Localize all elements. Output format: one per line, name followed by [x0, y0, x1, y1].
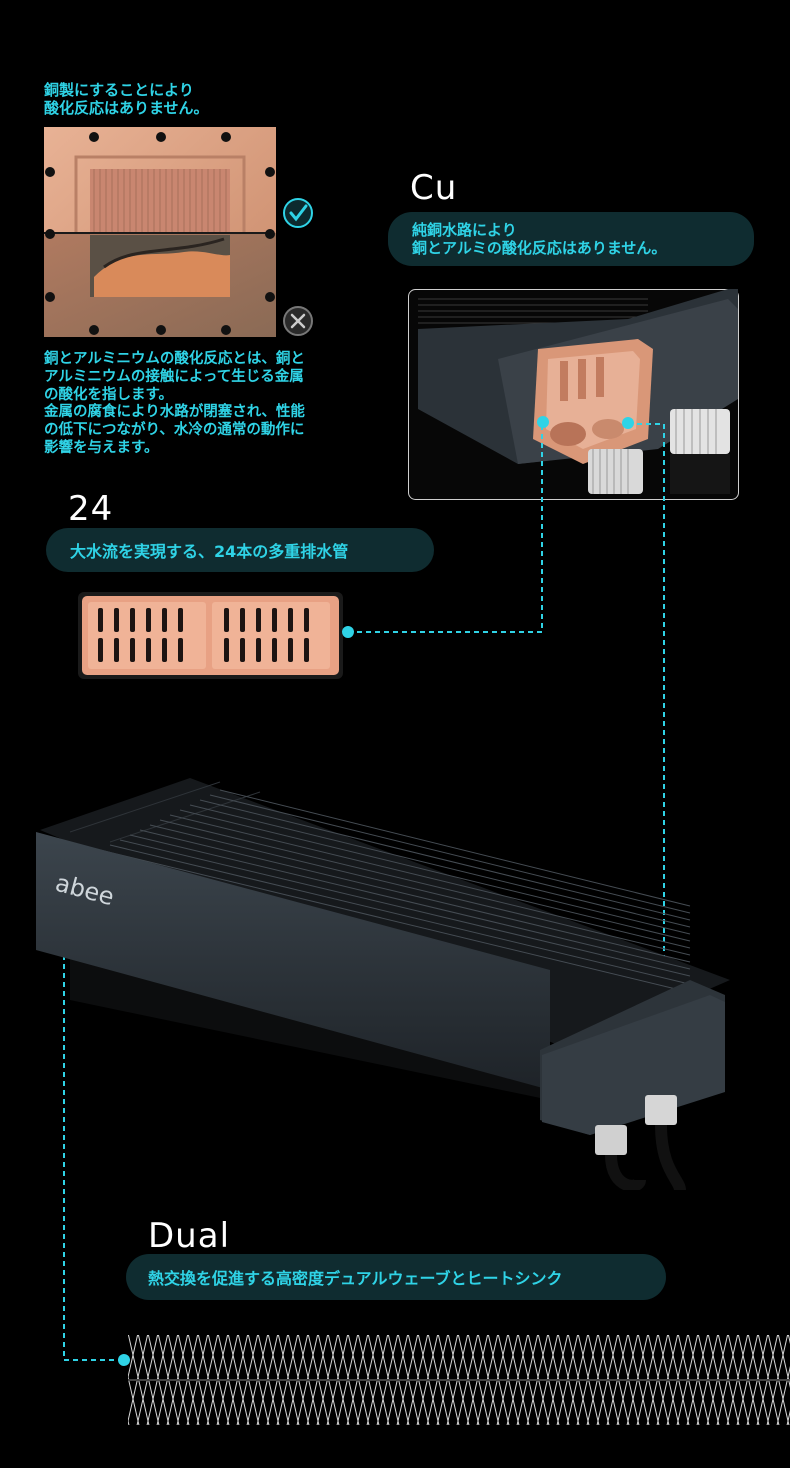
oxidation-line: アルミニウムの接触によって生じる金属 [44, 368, 304, 385]
copper-note: 銅製にすることにより 酸化反応はありません。 [44, 81, 209, 117]
tubes-label: 24 [68, 489, 114, 529]
cu-pill-line2: 銅とアルミの酸化反応はありません。 [412, 239, 667, 257]
radiator-image: abee [36, 778, 730, 1190]
oxidation-explanation: 銅とアルミニウムの酸化反応とは、銅と アルミニウムの接触によって生じる金属 の酸… [44, 351, 305, 458]
copper-note-line1: 銅製にすることにより [44, 81, 194, 99]
copper-note-line2: 酸化反応はありません。 [44, 99, 209, 117]
check-circle-icon [283, 198, 313, 228]
cu-pill: 純銅水路により 銅とアルミの酸化反応はありません。 [388, 212, 754, 266]
oxidation-line: 銅とアルミニウムの酸化反応とは、銅と [44, 351, 305, 367]
oxidation-line: の低下につながり、水冷の通常の動作に [44, 422, 305, 439]
tubes-pill: 大水流を実現する、24本の多重排水管 [46, 528, 434, 572]
copper-channel-closeup [408, 289, 739, 500]
oxidation-line: 金属の腐食により水路が閉塞され、性能 [44, 404, 305, 421]
copper-plate-image [44, 127, 313, 337]
dual-wave-fins [128, 1335, 790, 1425]
dual-pill: 熱交換を促進する高密度デュアルウェーブとヒートシンク [126, 1254, 666, 1300]
multi-tube-header [78, 592, 343, 679]
x-circle-icon [283, 306, 313, 336]
oxidation-line: の酸化を指します。 [44, 386, 174, 403]
oxidation-line: 影響を与えます。 [44, 439, 159, 456]
cu-pill-line1: 純銅水路により [412, 221, 517, 239]
dual-label: Dual [148, 1216, 231, 1256]
cu-label: Cu [410, 168, 458, 208]
